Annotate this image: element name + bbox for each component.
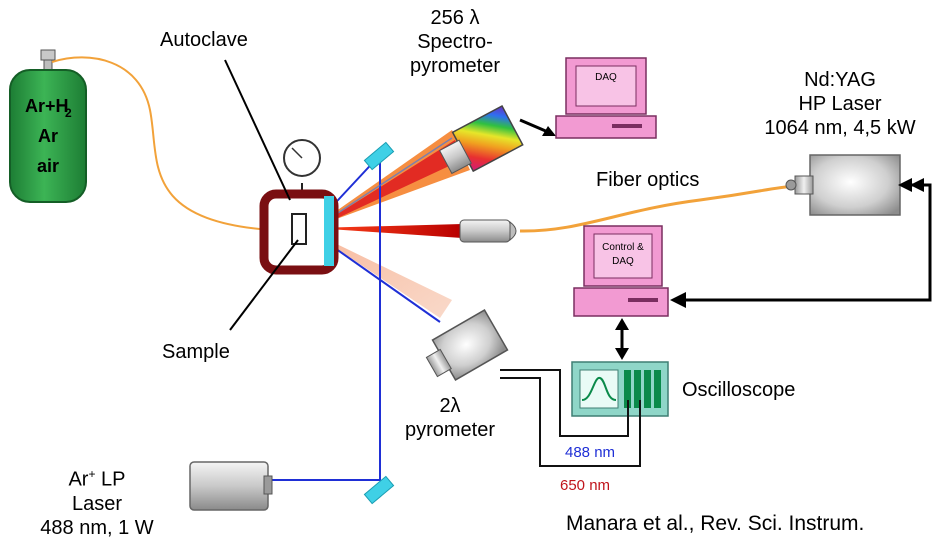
laser-heating-beam [314, 224, 462, 238]
wavelength-650-label: 650 nm [560, 477, 610, 494]
daq-screen-text: DAQ [595, 72, 617, 83]
yag-label-line-2: HP Laser [798, 93, 882, 115]
citation-text: Manara et al., Rev. Sci. Instrum. [566, 512, 865, 535]
pyrometer2-label-line-2: pyrometer [404, 419, 496, 441]
argon-ion-laser [189, 461, 273, 511]
ndyag-laser-label: Nd:YAG HP Laser 1064 nm, 4,5 kW [740, 68, 940, 140]
yag-label-line-3: 1064 nm, 4,5 kW [764, 117, 916, 139]
gas-supply-line [51, 56, 271, 231]
gas-mix-label-1: Ar+H [25, 96, 69, 116]
optical-beams [270, 130, 470, 481]
autoclave [259, 139, 339, 275]
control-screen-text-1: Control & [602, 242, 644, 253]
upper-mirror [363, 141, 395, 171]
signal-wire-650 [500, 377, 641, 467]
ar-laser-label-line-1: Ar+ LP [22, 462, 172, 492]
spectro-pyrometer-label: 256 λ Spectro- pyrometer [385, 6, 525, 78]
ar-laser-label-line-3: 488 nm, 1 W [40, 516, 154, 539]
autoclave-pointer [224, 59, 291, 201]
fiber-optics-label: Fiber optics [596, 169, 700, 191]
spectro-label-line-3: pyrometer [409, 55, 501, 77]
autoclave-window [324, 196, 334, 266]
signal-wire-488 [500, 369, 629, 437]
yag-label-line-1: Nd:YAG [804, 69, 876, 91]
spectro-label-line-2: Spectro- [417, 31, 493, 53]
probe-beam-path [270, 152, 381, 481]
ar-symbol: Ar [68, 468, 89, 491]
gas-mix-label-2: Ar [38, 126, 58, 146]
ndyag-laser [785, 154, 901, 216]
fiber-optic-cable [519, 184, 796, 233]
control-daq-computer [573, 225, 669, 317]
ar-lp-text: LP [95, 468, 126, 491]
ar-laser-label: Ar+ LP Laser 488 nm, 1 W [22, 462, 172, 540]
spectro-label-line-1: 256 λ [430, 7, 480, 29]
sample-pointer [229, 239, 299, 331]
oscilloscope-label: Oscilloscope [682, 379, 796, 401]
wavelength-488-label: 488 nm [565, 444, 615, 461]
pyrometer2-view-cone [312, 232, 452, 318]
spectro-to-daq-arrow [519, 118, 549, 134]
gas-mix-subscript: 2 [65, 106, 72, 120]
pyrometer2-label-line-1: 2λ [439, 395, 461, 417]
gas-bottle [9, 49, 87, 203]
fiber-collimator [459, 219, 517, 243]
oscilloscope-device [571, 361, 669, 417]
two-color-pyrometer [425, 309, 509, 381]
autoclave-label: Autoclave [160, 29, 248, 51]
control-screen-text-2: DAQ [612, 256, 634, 267]
gas-mix-label-3: air [37, 156, 59, 176]
daq-computer [555, 57, 657, 139]
ar-plus-superscript: + [88, 467, 96, 481]
lower-mirror [363, 475, 395, 505]
sample-holder [291, 213, 307, 245]
pyrometer2-label: 2λ pyrometer [395, 394, 505, 442]
spectro-pyrometer [438, 105, 524, 175]
ar-laser-label-line-2: Laser [71, 492, 123, 515]
sample-label: Sample [162, 341, 230, 363]
